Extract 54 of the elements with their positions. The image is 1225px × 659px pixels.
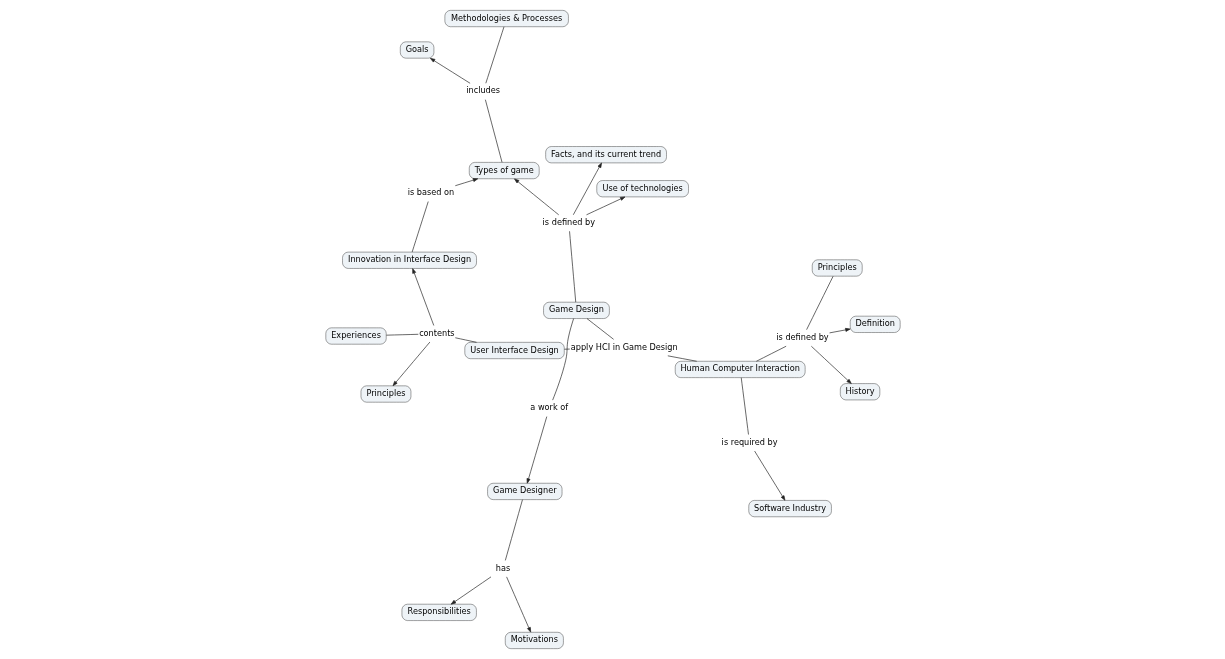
node-text: is required by <box>721 436 778 447</box>
connector <box>755 345 786 362</box>
node-box: Game Designer <box>486 483 562 500</box>
node-box: Game Design <box>542 301 610 319</box>
node-text: contents <box>418 327 455 338</box>
node-box: Use of technologies <box>596 180 689 198</box>
node-box: Principles <box>360 385 411 403</box>
connector <box>454 337 477 343</box>
node-box: Experiences <box>325 327 386 345</box>
arrow <box>429 58 470 84</box>
connector <box>385 333 419 336</box>
connector <box>568 230 576 303</box>
node-box: Software Industry <box>748 500 832 517</box>
node-text: is defined by <box>542 217 595 228</box>
connector <box>411 201 429 253</box>
arrow <box>513 178 559 216</box>
connector <box>485 26 504 84</box>
arrow <box>526 416 547 484</box>
node-box: User Interface Design <box>464 342 564 359</box>
node-box: Motivations <box>504 632 564 649</box>
node-text: is based on <box>407 187 454 198</box>
arrow <box>828 328 850 334</box>
node-box: Types of game <box>468 162 539 179</box>
arrow <box>411 268 434 326</box>
node-text: is defined by <box>775 331 829 342</box>
node-box: Methodologies & Processes <box>444 10 569 27</box>
arrow <box>810 345 852 384</box>
node-box: Goals <box>399 41 434 59</box>
arrow <box>392 341 430 386</box>
node-box: Human Computer Interaction <box>674 361 805 378</box>
node-box: Principles <box>811 259 862 277</box>
arrow <box>450 576 491 605</box>
arrow <box>753 450 785 501</box>
arrow <box>454 178 478 187</box>
node-text: has <box>495 562 510 573</box>
node-box: Definition <box>849 315 900 333</box>
connector <box>586 318 614 340</box>
node-text: a work of <box>529 402 568 413</box>
connector <box>805 275 833 330</box>
node-box: Innovation in Interface Design <box>341 251 477 269</box>
connector <box>740 377 749 435</box>
connector <box>484 99 502 163</box>
node-box: Facts, and its current trend <box>544 146 667 164</box>
connector <box>551 318 574 401</box>
node-text: apply HCI in Game Design <box>570 341 678 352</box>
connector <box>666 355 697 362</box>
arrow <box>505 576 531 633</box>
connector <box>504 499 523 561</box>
node-box: Responsibilities <box>401 604 477 621</box>
connector <box>563 348 570 350</box>
arrow <box>585 196 625 216</box>
arrow <box>572 162 602 216</box>
node-box: History <box>839 383 880 401</box>
node-text: includes <box>465 85 500 96</box>
